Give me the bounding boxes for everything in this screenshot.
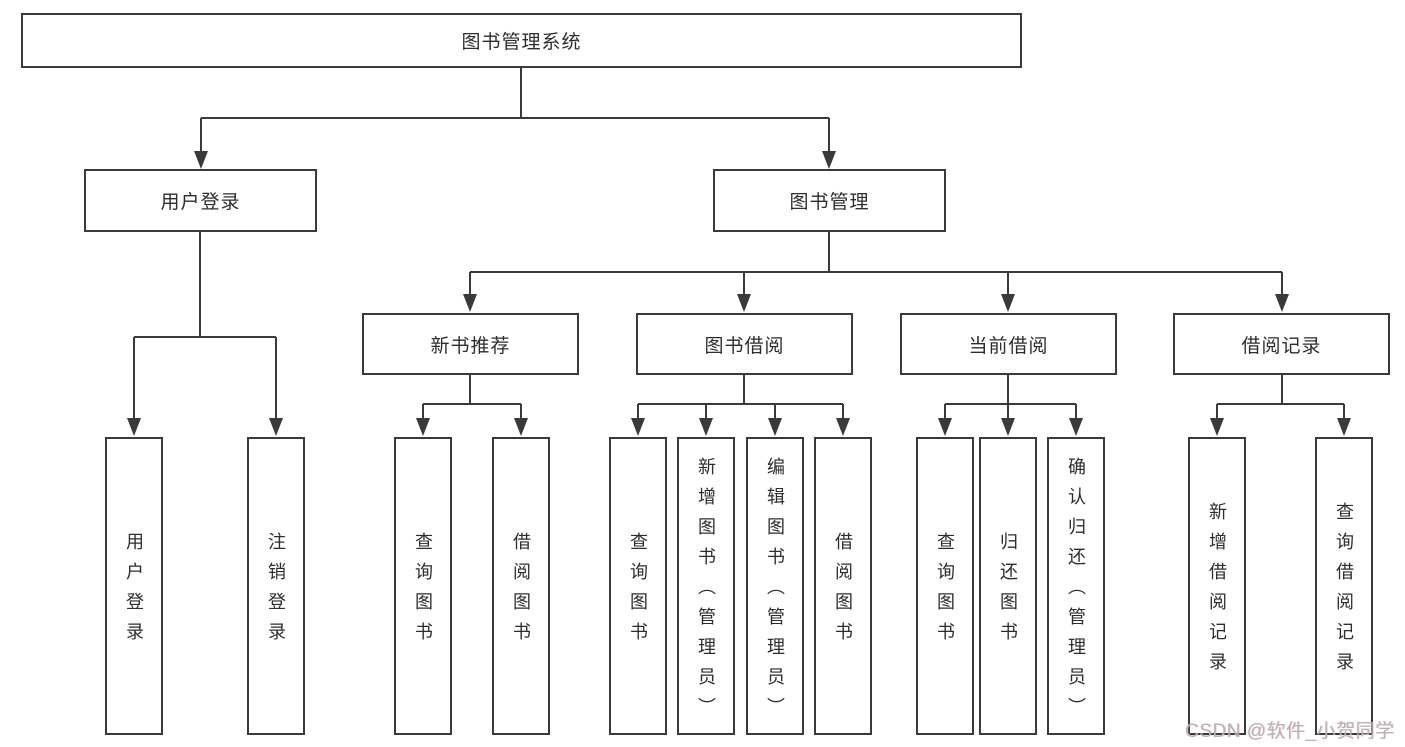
leaf-confirm-return-admin: 确认归还（管理员） xyxy=(1047,437,1105,735)
leaf-user-login-label: 用户登录 xyxy=(124,532,144,652)
node-user-login: 用户登录 xyxy=(84,169,317,232)
connector-root-to-level2 xyxy=(200,68,830,153)
node-current-borrow: 当前借阅 xyxy=(900,313,1117,375)
node-book-borrow-label: 图书借阅 xyxy=(704,335,785,357)
leaf-add-borrow-record: 新增借阅记录 xyxy=(1188,437,1246,735)
leaf-return-book: 归还图书 xyxy=(979,437,1037,735)
leaf-borrow-books-borrow-label: 借阅图书 xyxy=(833,532,853,652)
leaf-query-books-newbook: 查询图书 xyxy=(394,437,452,735)
leaf-borrow-books-newbook-label: 借阅图书 xyxy=(511,532,531,652)
leaf-add-borrow-record-label: 新增借阅记录 xyxy=(1207,502,1227,682)
leaf-query-borrow-record: 查询借阅记录 xyxy=(1315,437,1373,735)
leaf-confirm-return-admin-label: 确认归还（管理员） xyxy=(1066,457,1086,727)
leaf-query-borrow-record-label: 查询借阅记录 xyxy=(1334,502,1354,682)
node-root: 图书管理系统 xyxy=(21,13,1022,68)
leaf-borrow-books-borrow: 借阅图书 xyxy=(814,437,872,735)
connector-borrowrecord-to-leaves xyxy=(1216,375,1345,420)
leaf-query-books-current: 查询图书 xyxy=(916,437,974,735)
arrowheads xyxy=(127,151,1351,436)
node-root-label: 图书管理系统 xyxy=(461,32,582,53)
leaf-add-book-admin: 新增图书（管理员） xyxy=(677,437,735,735)
connector-currentborrow-to-leaves xyxy=(944,375,1077,420)
leaf-user-login: 用户登录 xyxy=(105,437,163,735)
node-new-book-recommend-label: 新书推荐 xyxy=(430,335,511,357)
connector-newbook-to-leaves xyxy=(422,375,522,420)
connector-bookmgmt-to-level3 xyxy=(469,232,1283,296)
node-current-borrow-label: 当前借阅 xyxy=(968,335,1049,357)
leaf-query-books-newbook-label: 查询图书 xyxy=(413,532,433,652)
leaf-query-books-borrow-label: 查询图书 xyxy=(628,532,648,652)
connector-bookborrow-to-leaves xyxy=(637,375,844,420)
node-new-book-recommend: 新书推荐 xyxy=(362,313,579,375)
leaf-add-book-admin-label: 新增图书（管理员） xyxy=(696,457,716,727)
leaf-logout-label: 注销登录 xyxy=(266,532,286,652)
node-borrow-record-label: 借阅记录 xyxy=(1241,335,1322,357)
leaf-edit-book-admin: 编辑图书（管理员） xyxy=(746,437,804,735)
node-borrow-record: 借阅记录 xyxy=(1173,313,1390,375)
leaf-query-books-borrow: 查询图书 xyxy=(609,437,667,735)
node-book-management: 图书管理 xyxy=(713,169,946,232)
leaf-edit-book-admin-label: 编辑图书（管理员） xyxy=(765,457,785,727)
node-book-management-label: 图书管理 xyxy=(789,192,870,213)
node-book-borrow: 图书借阅 xyxy=(636,313,853,375)
leaf-query-books-current-label: 查询图书 xyxy=(935,532,955,652)
leaf-return-book-label: 归还图书 xyxy=(998,532,1018,652)
node-user-login-label: 用户登录 xyxy=(160,192,241,213)
connector-userlogin-to-leaves xyxy=(133,232,277,420)
watermark: CSDN @软件_小贺同学 xyxy=(1185,721,1395,742)
leaf-borrow-books-newbook: 借阅图书 xyxy=(492,437,550,735)
leaf-logout: 注销登录 xyxy=(247,437,305,735)
